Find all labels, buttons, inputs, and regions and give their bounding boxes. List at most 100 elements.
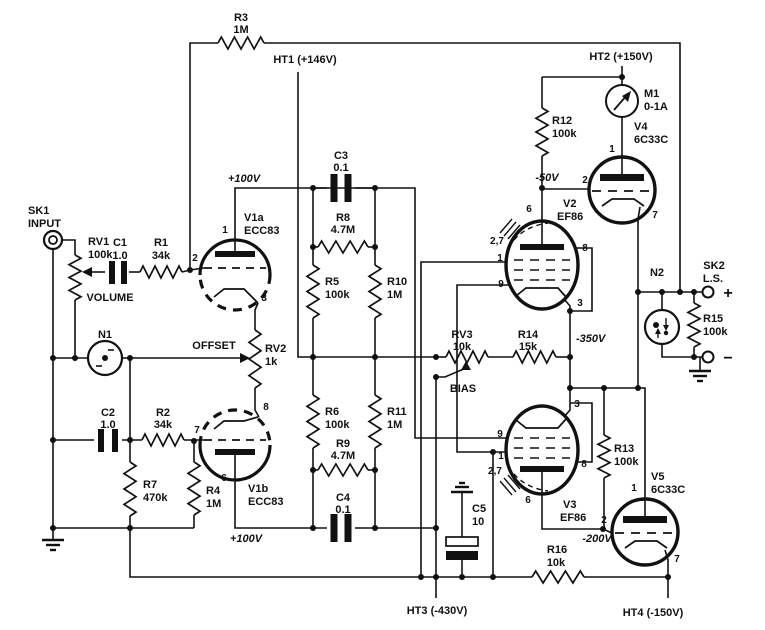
label-sk2-val: L.S. xyxy=(703,273,723,285)
label-bias: BIAS xyxy=(450,383,476,395)
junction-dot xyxy=(619,74,625,80)
ground-symbol-output xyxy=(689,369,711,383)
tube-v1a-ecc83 xyxy=(198,238,272,312)
label-rv1-ref: RV1 xyxy=(88,236,109,248)
junction-dot xyxy=(601,385,607,391)
rv2-wiper-arrow xyxy=(240,353,250,363)
junction-dot xyxy=(310,354,316,360)
label-r5-val: 100k xyxy=(325,289,350,301)
tube-v5-6c33c xyxy=(610,497,680,567)
junction-dot xyxy=(372,354,378,360)
label-r9-val: 4.7M xyxy=(331,450,355,462)
label-pin-v1b-7: 7 xyxy=(194,425,200,436)
label-c5-ref: C5 xyxy=(472,503,486,515)
label-r11-ref: R11 xyxy=(387,406,407,418)
label-v4-ref: V4 xyxy=(634,121,648,133)
label-r14-ref: R14 xyxy=(518,329,539,341)
label-pin-v3-3: 3 xyxy=(574,399,580,410)
resistor-r3 xyxy=(217,35,265,51)
label-pin-v5-1: 1 xyxy=(631,483,637,494)
label-r16-val: 10k xyxy=(547,557,566,569)
label-r1-val: 34k xyxy=(152,250,171,262)
junction-dot xyxy=(310,244,316,250)
potentiometer-rv2 xyxy=(247,329,263,389)
junction-dot xyxy=(50,525,56,531)
junction-dot xyxy=(127,355,133,361)
label-r15-val: 100k xyxy=(703,326,728,338)
resistor-r15 xyxy=(686,302,702,348)
label-n2: N2 xyxy=(650,267,664,279)
junction-dot xyxy=(127,525,133,531)
label-pin-v2-6: 6 xyxy=(526,204,532,215)
junction-dot xyxy=(418,574,424,580)
junction-dot xyxy=(567,354,573,360)
label-r4-val: 1M xyxy=(206,498,221,510)
label-pin-v3-1: 1 xyxy=(498,451,504,462)
label-rv1-val: 100k xyxy=(88,249,113,261)
label-v-m350: -350V xyxy=(576,333,607,345)
junction-dot xyxy=(433,374,439,380)
resistor-r8 xyxy=(317,239,369,255)
junction-dot xyxy=(677,289,683,295)
label-r4-ref: R4 xyxy=(206,485,221,497)
terminal-sk2-minus xyxy=(701,350,715,364)
junction-dot xyxy=(567,385,573,391)
label-v-p100-bot: +100V xyxy=(230,533,264,545)
label-rv2-val: 1k xyxy=(265,356,278,368)
junction-dot xyxy=(635,385,641,391)
label-pin-v2-27: 2,7 xyxy=(490,236,504,247)
label-rv3-val: 10k xyxy=(453,341,472,353)
junction-dot xyxy=(433,525,439,531)
resistor-r5 xyxy=(305,264,321,319)
label-v1b-ref: V1b xyxy=(248,483,268,495)
neon-n1-icon xyxy=(86,339,124,377)
label-m1-val: 0-1A xyxy=(644,101,668,113)
junction-dot xyxy=(191,438,197,444)
tube-v4-6c33c xyxy=(587,155,657,225)
label-pin-v1a-3: 3 xyxy=(261,293,267,304)
label-ht4: HT4 (-150V) xyxy=(623,607,684,619)
label-v5-val: 6C33C xyxy=(651,484,685,496)
capacitor-c2 xyxy=(98,429,118,452)
junction-dot xyxy=(567,308,573,314)
label-r8-val: 4.7M xyxy=(331,224,355,236)
junction-dot xyxy=(372,185,378,191)
meter-m1-icon xyxy=(605,84,639,118)
label-v2-ref: V2 xyxy=(563,198,576,210)
label-c5-val: 10 xyxy=(472,516,484,528)
label-v1a-ref: V1a xyxy=(244,212,264,224)
resistor-r12 xyxy=(534,107,550,157)
junction-dot xyxy=(310,185,316,191)
label-pin-v1b-8: 8 xyxy=(263,402,269,413)
label-r11-val: 1M xyxy=(387,419,402,431)
shield-hatch-icon xyxy=(499,218,521,240)
label-v3-ref: V3 xyxy=(563,499,576,511)
label-volume: VOLUME xyxy=(86,292,133,304)
label-ht2: HT2 (+150V) xyxy=(589,51,653,63)
label-r10-ref: R10 xyxy=(387,276,407,288)
label-r2-ref: R2 xyxy=(156,407,170,419)
label-pin-v3-9: 9 xyxy=(497,429,503,440)
capacitor-c4 xyxy=(330,514,352,542)
label-ht3: HT3 (-430V) xyxy=(407,605,468,617)
label-v4-val: 6C33C xyxy=(634,134,668,146)
label-pin-v1b-6: 6 xyxy=(221,473,227,484)
label-r6-ref: R6 xyxy=(325,406,339,418)
tube-v2-ef86 xyxy=(499,218,580,311)
label-pin-v4-7: 7 xyxy=(652,210,658,221)
label-pin-v2-8: 8 xyxy=(582,243,588,254)
label-r15-ref: R15 xyxy=(703,313,723,325)
label-r8-ref: R8 xyxy=(336,212,350,224)
label-ht1: HT1 (+146V) xyxy=(273,54,337,66)
label-r12-val: 100k xyxy=(552,128,577,140)
capacitor-c1 xyxy=(109,261,127,284)
label-r16-ref: R16 xyxy=(547,544,567,556)
junction-dot xyxy=(659,289,665,295)
junction-dot xyxy=(310,525,316,531)
label-offset: OFFSET xyxy=(192,340,236,352)
neon-n2-icon xyxy=(643,308,681,346)
label-v-p100-top: +100V xyxy=(228,173,262,185)
ground-symbol-c5 xyxy=(451,481,473,494)
label-rv2-ref: RV2 xyxy=(265,343,286,355)
